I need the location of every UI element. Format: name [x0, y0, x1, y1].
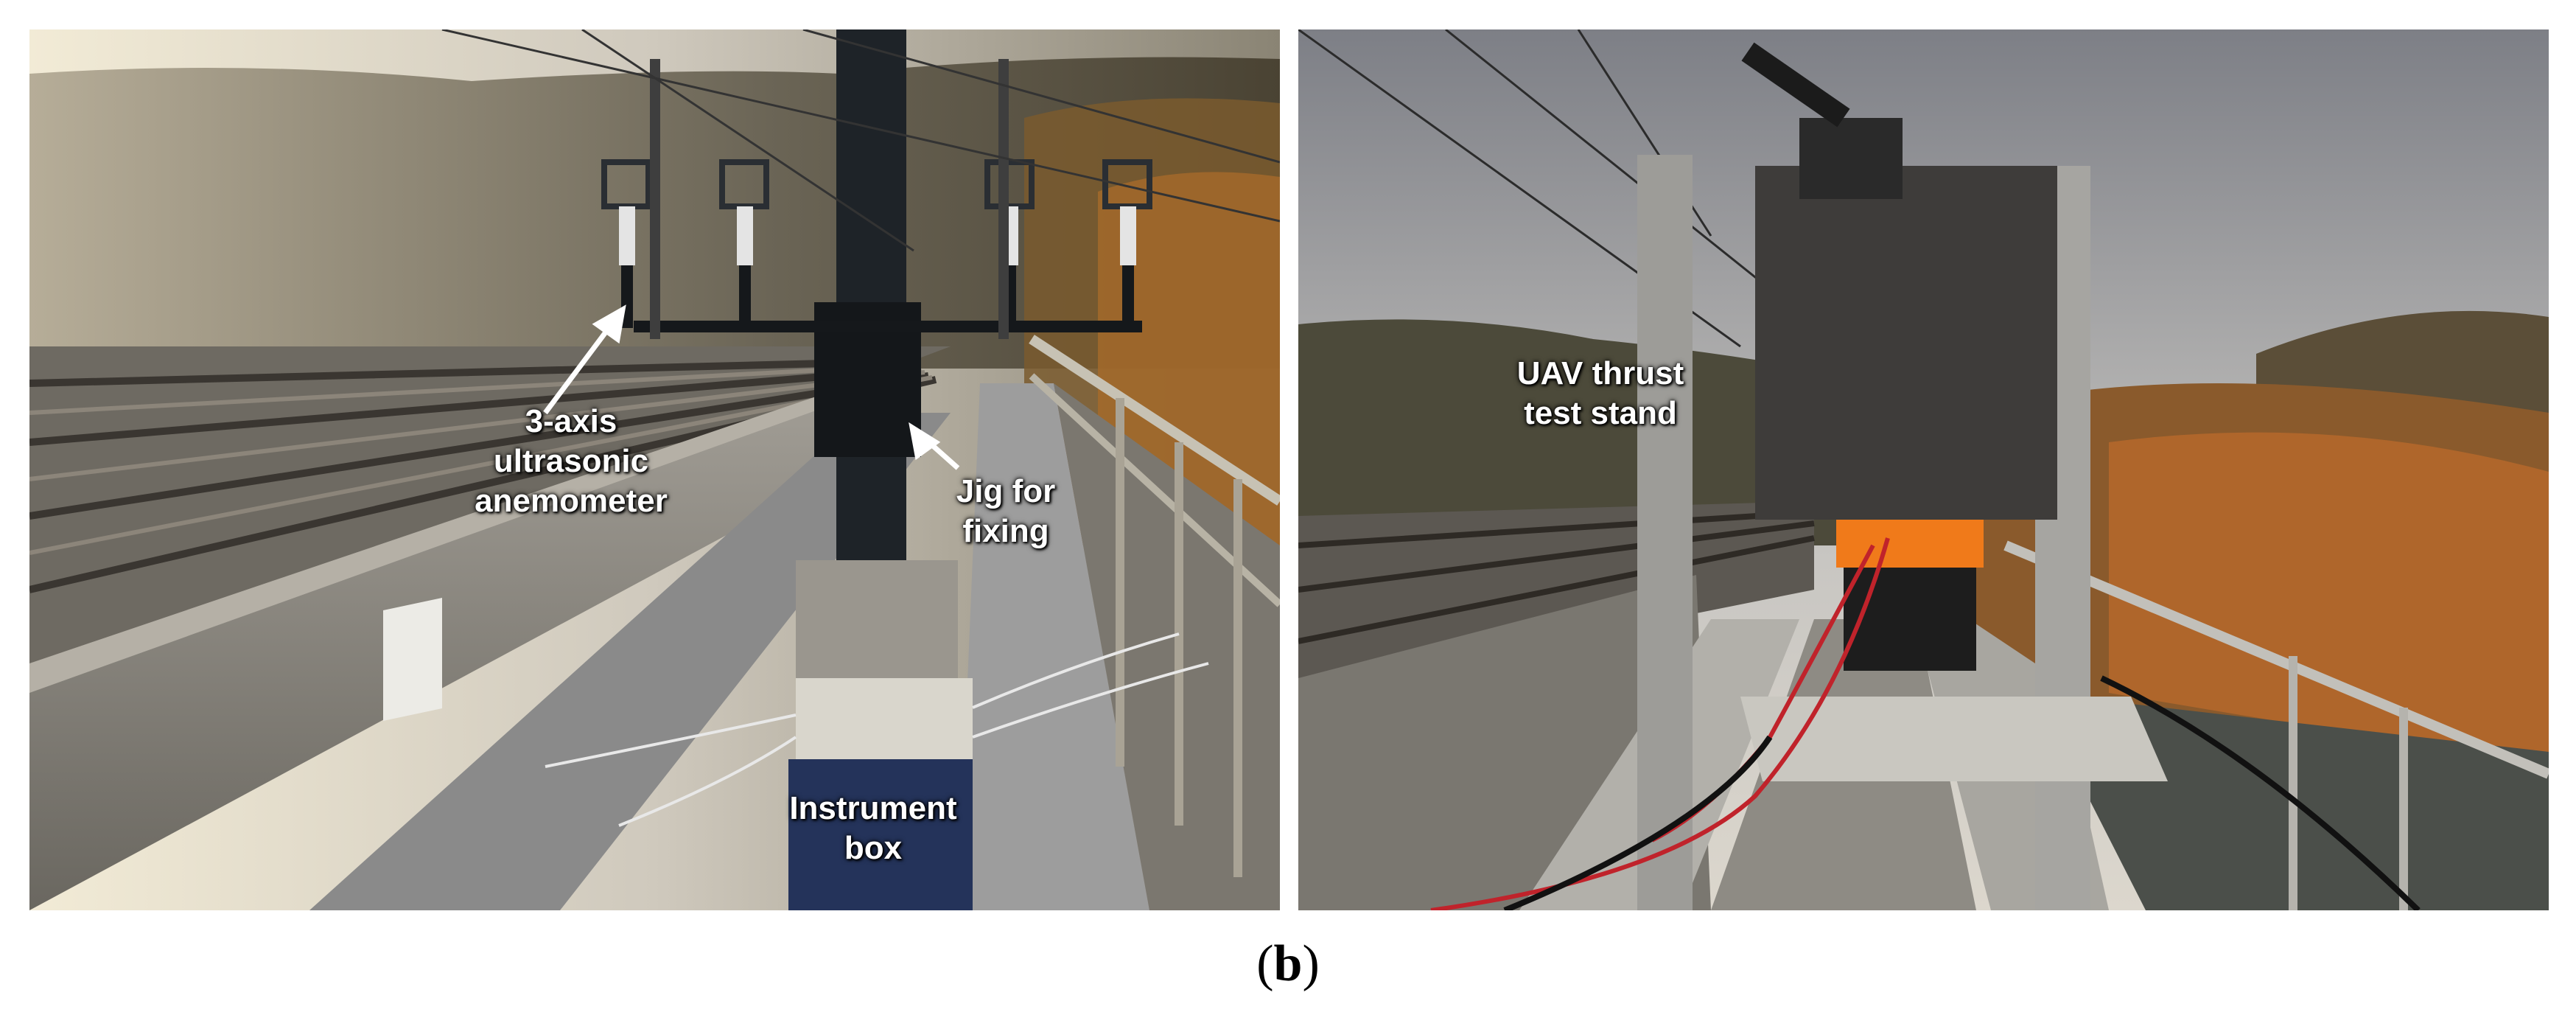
jig-label: Jig for fixing — [956, 473, 1056, 549]
caption-close-paren: ) — [1302, 935, 1320, 992]
instrument-box-label: Instrument box — [789, 790, 957, 866]
uav-stand-label: UAV thrust test stand — [1516, 355, 1684, 431]
caption-letter: b — [1273, 935, 1303, 992]
anemometer-label: 3-axis ultrasonic anemometer — [475, 403, 668, 519]
left-photo-railway-bridge: 3-axis ultrasonic anemometer Jig for fix… — [29, 29, 1280, 910]
caption-open-paren: ( — [1256, 935, 1274, 992]
figure-caption: (b) — [0, 935, 2576, 994]
right-photo-uav-test-stand: UAV thrust test stand — [1298, 29, 2549, 910]
